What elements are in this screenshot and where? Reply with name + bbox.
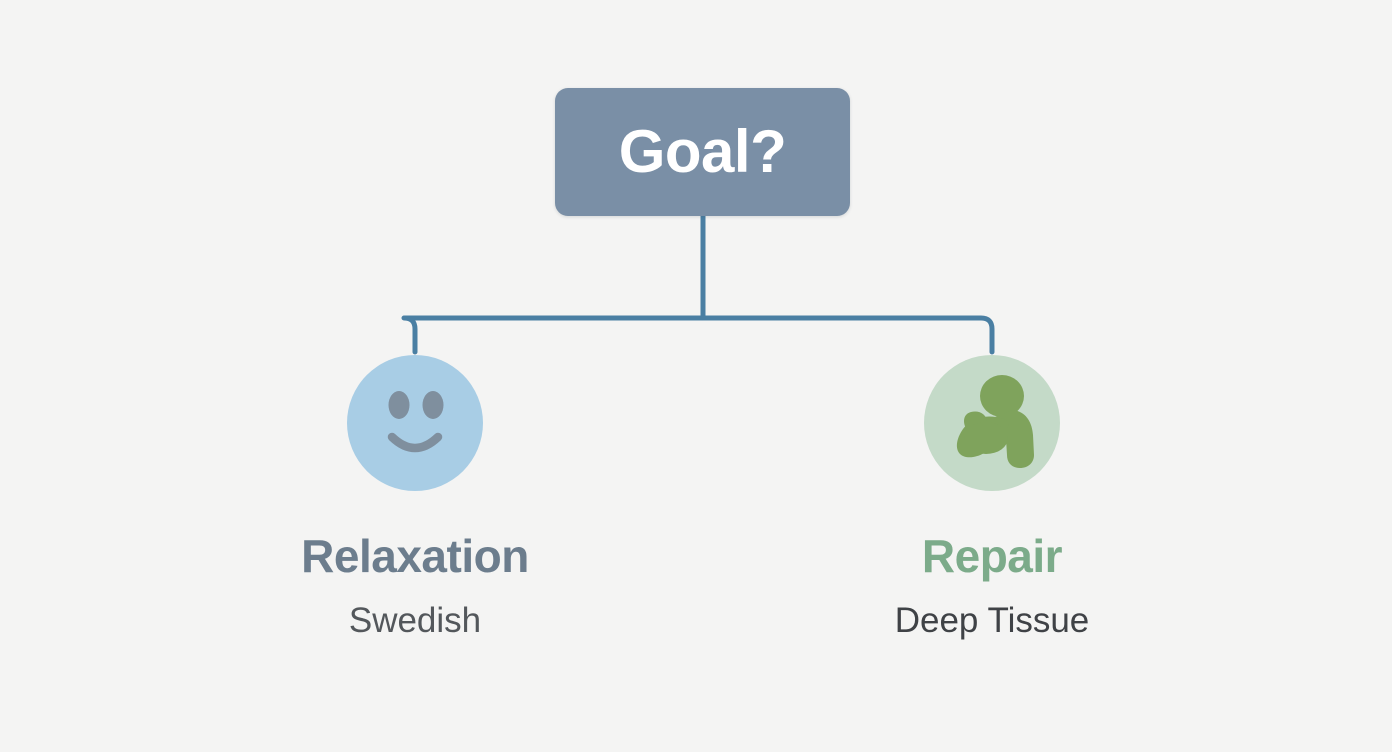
connector-branch-right xyxy=(700,315,995,355)
root-node-goal[interactable]: Goal? xyxy=(555,88,850,216)
relaxation-title: Relaxation xyxy=(301,530,529,582)
smiley-face-icon xyxy=(387,391,444,453)
root-node-label: Goal? xyxy=(618,118,787,185)
repair-subtitle: Deep Tissue xyxy=(894,601,1090,640)
relaxation-subtitle: Swedish xyxy=(348,601,482,640)
repair-icon-circle[interactable] xyxy=(924,355,1060,491)
repair-title: Repair xyxy=(921,530,1063,582)
relaxation-icon-circle[interactable] xyxy=(347,355,483,491)
branch-relaxation[interactable]: Relaxation Swedish xyxy=(245,355,585,638)
connector-branch-left xyxy=(401,315,706,355)
branch-repair[interactable]: Repair Deep Tissue xyxy=(822,355,1162,638)
flexed-bicep-icon xyxy=(956,375,1034,468)
